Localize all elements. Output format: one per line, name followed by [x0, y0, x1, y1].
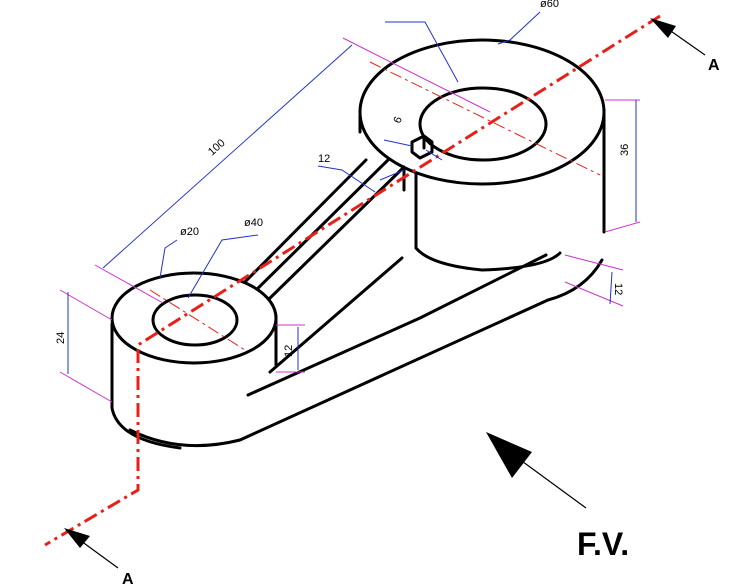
- base-plate: [128, 253, 604, 448]
- section-markers: A A F.V.: [64, 18, 720, 588]
- dim-12-base: 12: [612, 283, 624, 295]
- center-line-large: [369, 61, 601, 176]
- ext-12-web: [276, 324, 305, 373]
- ext-12-right: [564, 254, 624, 307]
- dim-line-100: [102, 44, 353, 269]
- dimension-lines: [67, 11, 637, 374]
- leader-40: [187, 234, 259, 299]
- dim-line-6: [383, 139, 443, 161]
- dim-12-arm: 12: [318, 153, 330, 165]
- dim-100: 100: [206, 137, 228, 158]
- extension-lines: [59, 37, 641, 403]
- ext-24: [59, 289, 113, 403]
- ext-36-bottom: [604, 221, 641, 233]
- leader-20: [159, 239, 178, 279]
- small-hub-bore: [151, 293, 239, 347]
- dim-dia-40: ø40: [244, 217, 263, 229]
- cutting-plane-line: [44, 14, 661, 547]
- dim-24: 24: [55, 332, 67, 344]
- large-boss-top: [358, 38, 606, 186]
- dim-line-12-right: [609, 271, 613, 305]
- object-geometry: [110, 38, 606, 450]
- view-arrow-head: [486, 432, 532, 478]
- dim-6: 6: [392, 115, 405, 125]
- ext-100-left: [94, 264, 164, 304]
- arm: [228, 158, 406, 302]
- arrow-top-head: [650, 18, 676, 38]
- leader-60: [497, 11, 541, 45]
- cutting-plane: [44, 14, 661, 547]
- view-direction-label: F.V.: [577, 526, 629, 562]
- center-line-small: [149, 289, 246, 351]
- ext-100-right: [342, 37, 491, 113]
- dim-12-web: 12: [283, 345, 295, 357]
- dim-line-12-arm: [317, 165, 405, 193]
- dim-dia-20: ø20: [180, 226, 199, 238]
- leader-top: [385, 21, 459, 83]
- large-boss-bore: [418, 86, 548, 162]
- section-label-top: A: [708, 57, 720, 74]
- keyway: [410, 134, 434, 160]
- arrow-bottom-head: [64, 528, 90, 548]
- large-boss-body: [358, 108, 606, 272]
- dim-36: 36: [619, 144, 631, 156]
- dim-dia-60: ø60: [540, 0, 559, 10]
- section-label-bottom: A: [122, 571, 134, 588]
